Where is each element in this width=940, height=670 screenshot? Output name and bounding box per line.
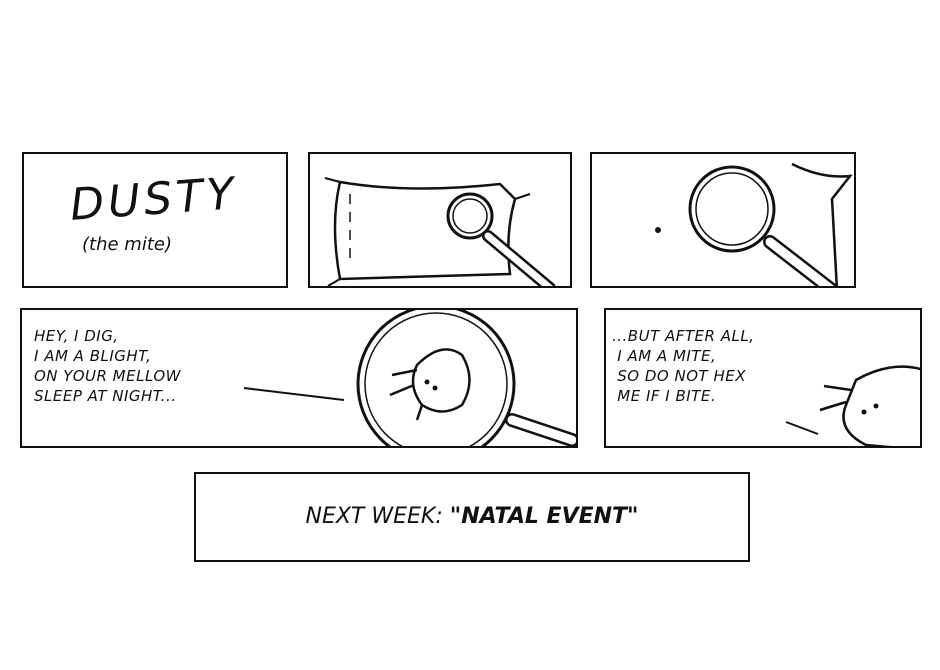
speech-text: HEY, I DIG, I AM A BLIGHT, ON YOUR MELLO… (34, 327, 181, 405)
pillow-panel (308, 152, 572, 288)
title-panel: DUSTY (the mite) (22, 152, 288, 288)
comic-title: DUSTY (68, 168, 240, 231)
next-week-caption: NEXT WEEK: "NATAL EVENT" (196, 504, 748, 529)
next-week-panel: NEXT WEEK: "NATAL EVENT" (194, 472, 750, 562)
dialogue-panel-2: ...BUT AFTER ALL, I AM A MITE, SO DO NOT… (604, 308, 922, 448)
mite-closeup-drawing (785, 365, 920, 446)
dialogue-panel-1: HEY, I DIG, I AM A BLIGHT, ON YOUR MELLO… (20, 308, 578, 448)
magnifier-speck-drawing (655, 162, 853, 286)
pillow-magnifier-drawing (324, 177, 556, 286)
next-week-title: "NATAL EVENT" (449, 504, 639, 529)
speech-text: ...BUT AFTER ALL, I AM A MITE, SO DO NOT… (612, 327, 755, 405)
mite-speck-panel (590, 152, 856, 288)
magnified-mite-drawing (243, 310, 576, 446)
next-week-label: NEXT WEEK: (305, 504, 443, 529)
comic-subtitle: (the mite) (82, 234, 172, 255)
